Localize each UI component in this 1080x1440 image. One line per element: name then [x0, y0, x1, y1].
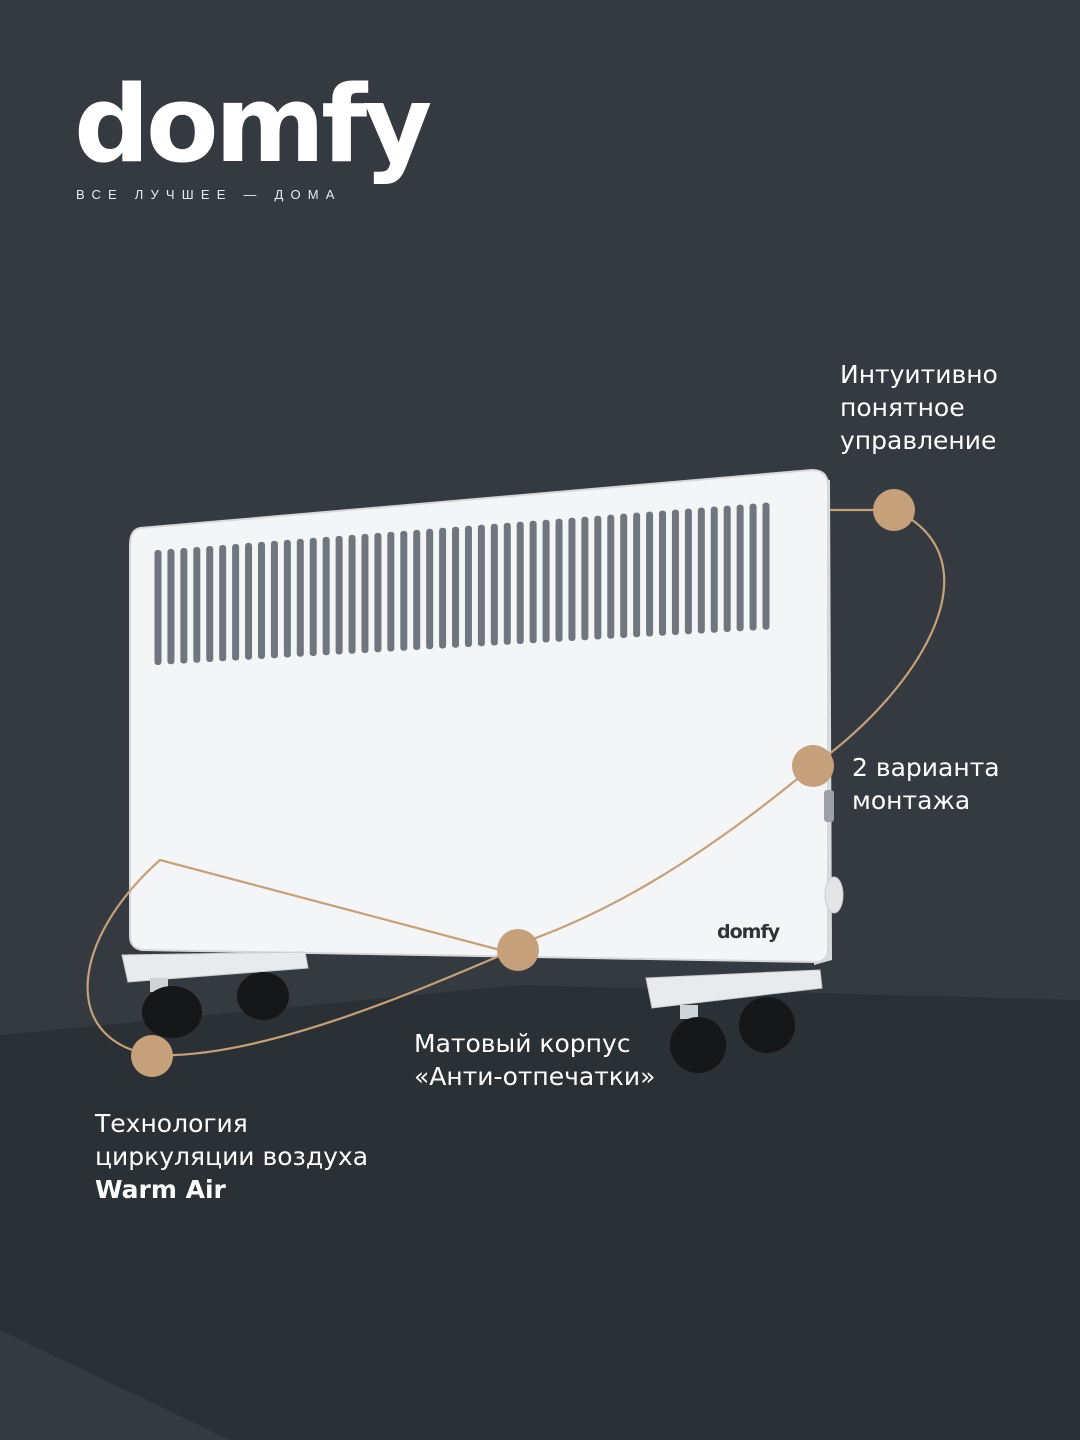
vent-slot [387, 531, 395, 652]
vent-slot [348, 534, 356, 654]
vent-slot [219, 544, 227, 662]
vent-slot [736, 504, 744, 632]
feature-air-caption: Технология циркуляции воздуха Warm Air [95, 1109, 369, 1204]
vent-slot [270, 540, 278, 659]
vent-slot [167, 548, 175, 665]
wheel [670, 1017, 726, 1073]
vent-slot [607, 514, 615, 639]
vent-slot [646, 511, 654, 637]
power-switch [824, 790, 834, 822]
vent-slot [154, 550, 162, 665]
vent-slot [193, 546, 201, 663]
vent-slot [555, 518, 563, 642]
vent-slot [245, 542, 253, 660]
vent-slot [426, 528, 434, 650]
vent-slot [232, 543, 240, 661]
feature-mounting-caption: 2 варианта монтажа [852, 753, 1000, 815]
vent-slot [452, 526, 460, 648]
vent-slot [633, 512, 641, 638]
vent-slot [762, 502, 770, 630]
vent-slot [529, 520, 537, 644]
feature-matte-caption: Матовый корпус «Анти-отпечатки» [414, 1029, 656, 1091]
vent-slot [206, 545, 214, 662]
vent-slot [503, 522, 511, 645]
vent-slot [542, 519, 550, 643]
vent-slot [697, 507, 705, 634]
vent-slot [322, 536, 330, 656]
vent-slot [477, 524, 485, 647]
wheel [142, 986, 202, 1038]
vent-slot [439, 527, 447, 649]
thermostat-knob [824, 876, 844, 914]
vent-slot [296, 538, 304, 657]
orbit-line [86, 508, 946, 1057]
heater-vents [154, 502, 770, 665]
wheel [739, 997, 795, 1053]
vent-slot [620, 513, 628, 638]
vent-slot [335, 535, 343, 655]
vent-slot [671, 509, 679, 635]
feature-marker-mounting [792, 745, 834, 787]
feature-marker-air [131, 1035, 173, 1077]
panel-logo: domfy [717, 921, 781, 943]
feature-marker-control [873, 489, 915, 531]
vent-slot [516, 521, 524, 644]
vent-slot [594, 515, 602, 640]
brand-tagline: ВСЕ ЛУЧШЕЕ — ДОМА [76, 187, 342, 202]
vent-slot [568, 517, 576, 641]
brand-logo: domfy [74, 63, 432, 186]
vent-slot [710, 506, 718, 633]
vent-slot [490, 523, 498, 646]
vent-slot [659, 510, 667, 636]
vent-slot [723, 505, 731, 632]
feature-control-caption: Интуитивно понятное управление [840, 360, 998, 455]
vent-slot [464, 525, 472, 647]
vent-slot [413, 529, 421, 650]
vent-slot [361, 533, 369, 653]
vent-slot [257, 541, 265, 659]
vent-slot [283, 539, 291, 658]
feature-marker-matte [497, 929, 539, 971]
vent-slot [581, 516, 589, 641]
vent-slot [309, 537, 317, 656]
wheel [237, 972, 289, 1020]
vent-slot [374, 532, 382, 653]
vent-slot [180, 547, 188, 664]
vent-slot [684, 508, 692, 635]
vent-slot [400, 530, 408, 651]
vent-slot [749, 503, 757, 631]
